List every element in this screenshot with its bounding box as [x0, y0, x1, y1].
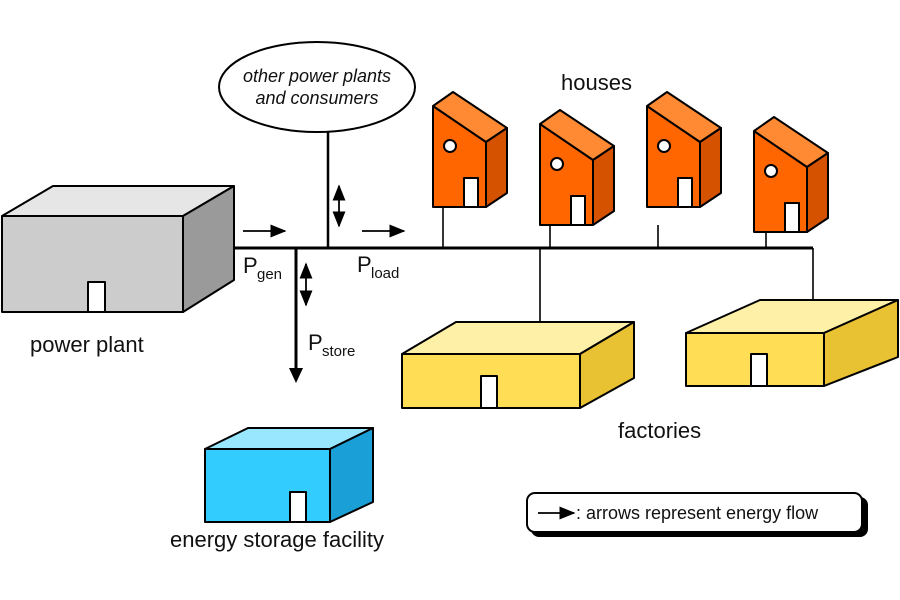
power-plant-label: power plant	[30, 332, 144, 357]
house-4	[753, 116, 829, 233]
house-2-door	[570, 195, 586, 226]
storage-label: energy storage facility	[170, 527, 384, 552]
factory-1	[401, 321, 635, 409]
house-1-window	[443, 139, 457, 153]
legend-text: : arrows represent energy flow	[576, 503, 819, 523]
p-load-subscript: load	[371, 265, 399, 282]
power-line-network	[234, 132, 814, 380]
house-4-right	[806, 152, 829, 233]
house-2-window	[550, 157, 564, 171]
flow-arrows	[243, 184, 406, 307]
p-gen-subscript: gen	[257, 266, 282, 283]
legend: : arrows represent energy flow	[526, 492, 868, 537]
house-1	[432, 91, 508, 208]
house-2	[539, 109, 615, 226]
p-gen-label: P gen	[243, 253, 282, 283]
storage-door	[289, 491, 307, 523]
house-4-window	[764, 164, 778, 178]
p-gen-main: P	[243, 253, 258, 278]
house-1-door	[463, 177, 479, 208]
p-load-label: P load	[357, 252, 399, 282]
house-2-right	[592, 145, 615, 226]
factory-1-door	[480, 375, 498, 409]
p-load-main: P	[357, 252, 372, 277]
storage-building	[204, 427, 374, 523]
house-3-right	[699, 127, 722, 208]
houses-label: houses	[561, 70, 632, 95]
other-plants-label-line2: and consumers	[255, 88, 378, 108]
house-3-door	[677, 177, 693, 208]
house-1-right	[485, 127, 508, 208]
p-store-main: P	[308, 330, 323, 355]
p-store-subscript: store	[322, 343, 355, 360]
storage-front	[204, 448, 331, 523]
factories-label: factories	[618, 418, 701, 443]
factory-2-door	[750, 353, 768, 387]
other-plants-label-line1: other power plants	[243, 66, 391, 86]
power-plant-building	[1, 185, 235, 313]
house-4-door	[784, 202, 800, 233]
p-store-label: P store	[308, 330, 355, 360]
other-plants-ellipse	[218, 41, 416, 133]
storage-arrowhead	[289, 368, 303, 383]
legend-box	[526, 492, 863, 533]
house-3	[646, 91, 722, 208]
power-plant-door	[87, 281, 106, 313]
factory-2	[685, 299, 899, 387]
house-3-window	[657, 139, 671, 153]
